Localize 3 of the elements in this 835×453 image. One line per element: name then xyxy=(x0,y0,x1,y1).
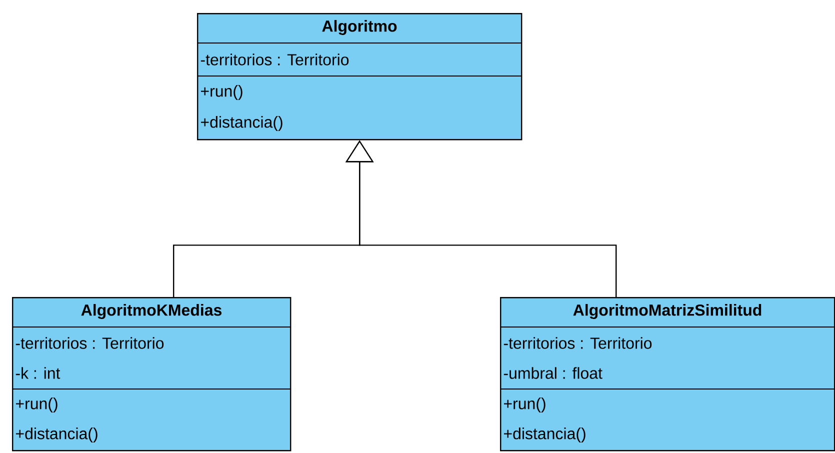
class-box: AlgoritmoKMedias -territorios : Territorio -k : int +run() +distancia() xyxy=(12,297,292,452)
class-box: AlgoritmoMatrizSimilitud -territorios : Territorio -umbral : float +run() +distancia() xyxy=(500,297,835,452)
class-box: Algoritmo -territorios : Territorio +run() +distancia() xyxy=(196,13,522,140)
